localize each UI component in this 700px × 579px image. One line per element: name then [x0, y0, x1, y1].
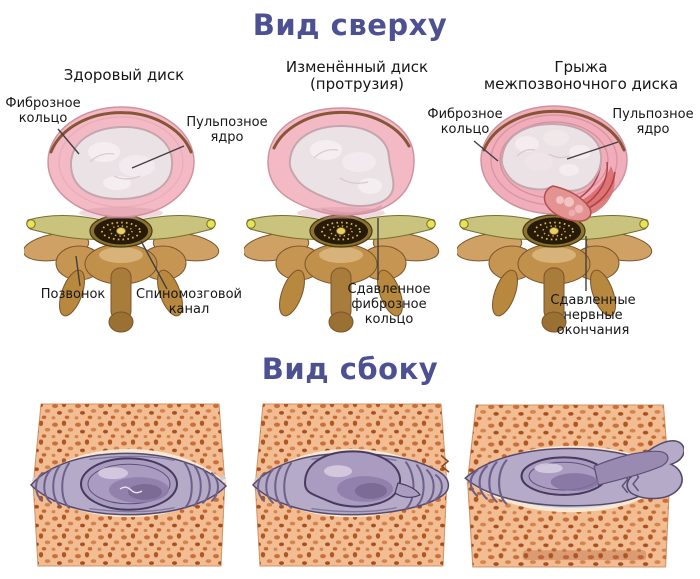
label-nucleus-healthy: Пульпозное ядро [186, 115, 268, 145]
healthy-disc-side-view-illustration [29, 402, 233, 570]
hernia-disc-side-view-illustration [464, 404, 684, 568]
heading-line: (протрузия) [309, 75, 405, 93]
disc-side-protrusion [251, 450, 450, 516]
label-fibrous-ring-hernia: Фиброзное кольцо [427, 107, 503, 137]
heading-line: Здоровый диск [63, 66, 185, 84]
disc-hernia [480, 105, 628, 222]
heading-line: межпозвоночного диска [483, 75, 679, 93]
label-nucleus-hernia: Пульпозное ядро [612, 107, 694, 137]
healthy-disc-top-view-illustration [24, 106, 222, 333]
top-view-title: Вид сверху [252, 8, 448, 42]
protrusion-disc-side-view-illustration [251, 402, 450, 570]
disc-side-healthy [29, 452, 228, 516]
disc-protrusion [267, 107, 415, 219]
hernia-disc-top-view-illustration [457, 105, 655, 333]
heading-line: Грыжа [554, 58, 608, 76]
panel-heading-healthy: Здоровый диск [24, 67, 224, 84]
extruded-nucleus-mass [543, 185, 592, 222]
vertebra-side-bone-blocks [465, 404, 673, 568]
heading-line: Изменённый диск [285, 58, 429, 76]
disc-side-hernia [464, 440, 684, 561]
herniated-extrusion [626, 440, 684, 500]
protrusion-disc-top-view-illustration [244, 107, 442, 333]
label-spinal-canal: Спиномозговой канал [136, 287, 242, 317]
label-fibrous-ring-healthy: Фиброзное кольцо [5, 96, 81, 126]
watermark-smudge [522, 550, 647, 561]
panel-heading-hernia: Грыжа межпозвоночного диска [460, 59, 700, 93]
label-vertebra: Позвонок [40, 287, 106, 302]
panel-heading-protrusion: Изменённый диск (протрузия) [247, 59, 467, 93]
disc-healthy [47, 106, 195, 219]
side-view-title: Вид сбоку [261, 352, 439, 386]
label-compressed-ring: Сдавленное фиброзное кольцо [347, 282, 431, 327]
label-compressed-nerves: Сдавленные нервные окончания [550, 293, 636, 338]
